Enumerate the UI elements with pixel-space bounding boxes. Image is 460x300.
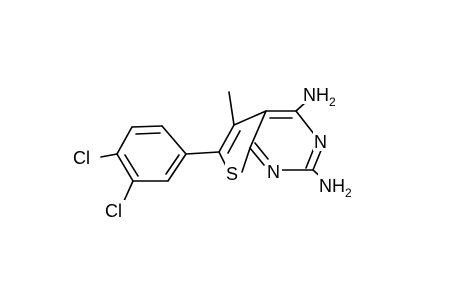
bonds	[100, 91, 323, 202]
bond-c5-c6-inner	[227, 130, 241, 154]
atom-label-s-ring: S	[226, 164, 238, 184]
bond-ph3-ph4	[116, 126, 133, 155]
bond-c6-phenyl	[185, 151, 220, 155]
atom-label-cl-bottom: Cl	[105, 201, 122, 221]
bond-n1-c7a-inner	[254, 142, 269, 160]
atom-label-nh2-right: NH2	[319, 176, 352, 200]
atom-label-cl-top: Cl	[73, 148, 90, 168]
bond-ph4-ph5	[116, 153, 134, 182]
bond-s-c7a	[241, 147, 251, 173]
bond-ph6-ph1-inner	[165, 154, 180, 175]
bond-c5-methyl	[228, 91, 235, 126]
bond-c5-c6	[218, 124, 235, 153]
atom-labels: NH2 N N NH2 S Cl Cl	[72, 82, 352, 221]
bond-c7a-c3a	[249, 110, 267, 149]
bond-c3a-c5	[233, 110, 267, 126]
bond-ph1-ph2	[161, 125, 187, 155]
atom-label-nh2-top: NH2	[303, 85, 336, 109]
bond-ph2-ph3-inner	[135, 132, 161, 135]
bond-n1-c7a	[249, 147, 265, 166]
bond-ph2-ph3	[131, 125, 163, 128]
bond-ph4-ph5-inner	[124, 154, 139, 177]
bond-ph5-cl-bottom	[123, 180, 134, 202]
atom-label-n-ring-top: N	[314, 132, 327, 152]
atom-label-n-ring-bottom: N	[267, 162, 280, 182]
bond-n3-c2-inner	[305, 147, 315, 169]
bond-ph6-ph1	[167, 153, 187, 182]
bond-n3-c2	[312, 147, 323, 171]
bond-ph4-cl-top	[100, 153, 118, 158]
bond-c4-n3	[295, 110, 315, 135]
